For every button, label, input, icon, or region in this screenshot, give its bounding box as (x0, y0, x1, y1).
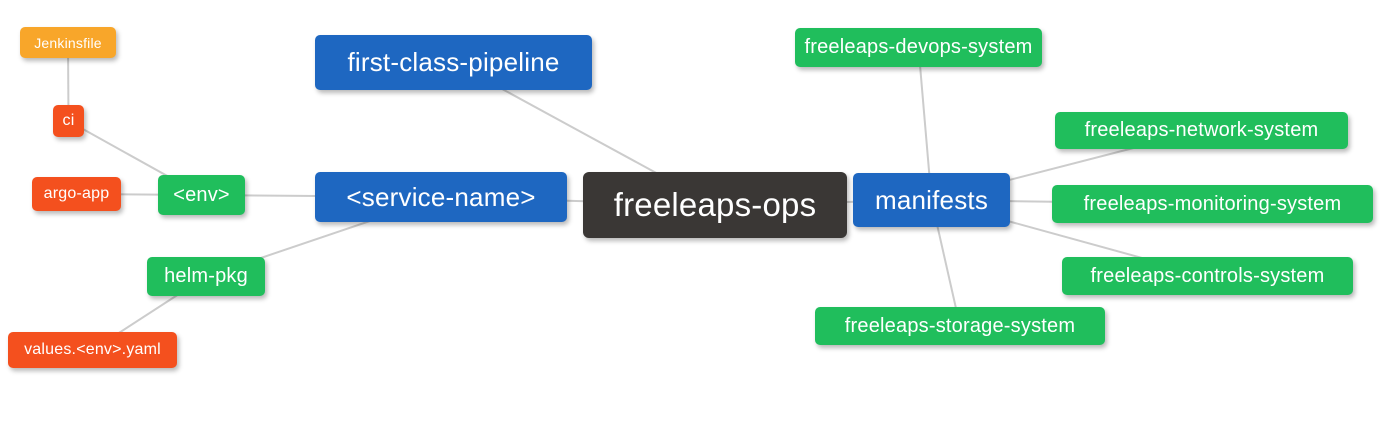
node-service-name[interactable]: <service-name> (315, 172, 567, 222)
node-helm-pkg[interactable]: helm-pkg (147, 257, 265, 296)
node-freeleaps-storage-system[interactable]: freeleaps-storage-system (815, 307, 1105, 345)
node-argo-app[interactable]: argo-app (32, 177, 121, 211)
node-freeleaps-network-system[interactable]: freeleaps-network-system (1055, 112, 1348, 149)
node-values-env-yaml[interactable]: values.<env>.yaml (8, 332, 177, 368)
node-freeleaps-devops-system[interactable]: freeleaps-devops-system (795, 28, 1042, 67)
node-manifests[interactable]: manifests (853, 173, 1010, 227)
node-first-class-pipeline[interactable]: first-class-pipeline (315, 35, 592, 90)
node-freeleaps-ops[interactable]: freeleaps-ops (583, 172, 847, 238)
node-freeleaps-monitoring-system[interactable]: freeleaps-monitoring-system (1052, 185, 1373, 223)
node-jenkinsfile[interactable]: Jenkinsfile (20, 27, 116, 58)
node-env[interactable]: <env> (158, 175, 245, 215)
node-ci[interactable]: ci (53, 105, 84, 137)
node-freeleaps-controls-system[interactable]: freeleaps-controls-system (1062, 257, 1353, 295)
